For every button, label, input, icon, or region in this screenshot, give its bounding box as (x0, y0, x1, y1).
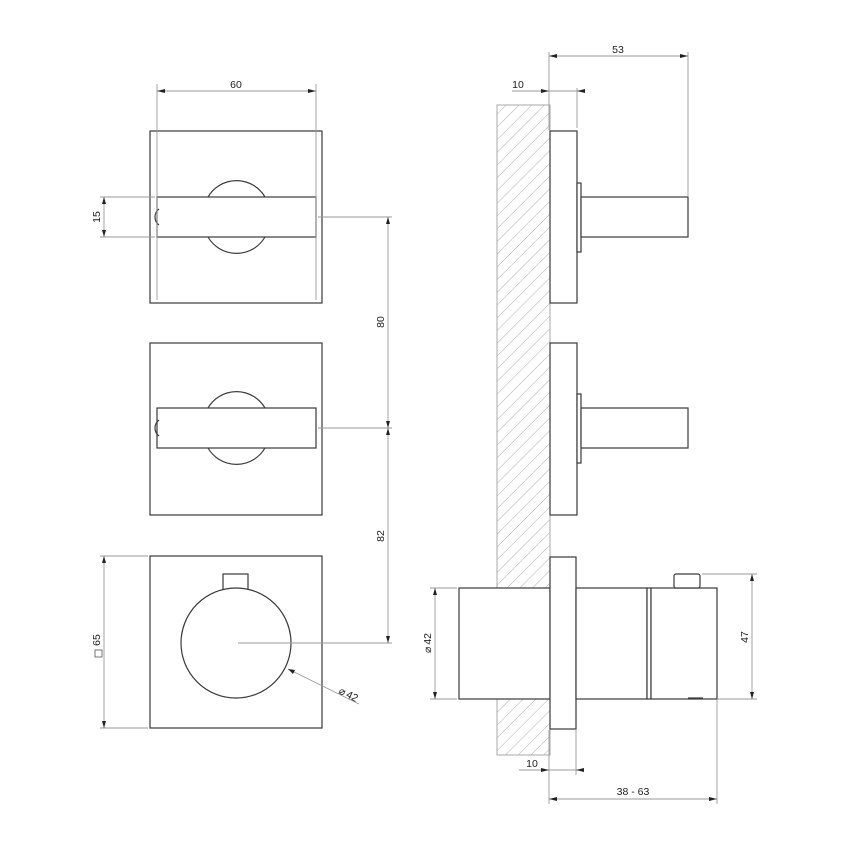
diameter-symbol-icon: ⌀ (337, 685, 349, 699)
thermostat-knob-side (650, 587, 718, 700)
dim-label-plate-thickness-top: 10 (512, 79, 524, 91)
dim-label-body-projection: 38 - 63 (617, 786, 650, 798)
square-symbol-icon (94, 649, 103, 658)
dim-label-side-knob-diameter: ⌀42 (422, 633, 434, 653)
cartridge-body-in-wall (458, 587, 551, 700)
upper-stop-valve-side (549, 130, 689, 304)
dimension-plate-thickness-top: 10 (512, 79, 585, 128)
middle-stop-valve-side (549, 342, 689, 516)
lever-side (580, 407, 689, 449)
dimension-handle-height: 15 (91, 196, 155, 238)
dimension-side-knob-diameter: ⌀42 (422, 587, 457, 700)
dimension-plate-square: 65 (91, 555, 148, 729)
dim-label-spacing-lower: 82 (375, 530, 387, 542)
dim-label-plate-width: 60 (230, 79, 242, 91)
lever-end-arc (154, 208, 160, 226)
mixer-body (575, 587, 648, 700)
cover-plate-side (549, 556, 577, 730)
dimension-valve-spacing: 80 82 (238, 216, 392, 644)
dimension-body-projection: 38 - 63 (549, 700, 718, 804)
dimension-plate-width: 60 (156, 79, 317, 300)
dim-label-handle-height: 15 (91, 211, 103, 223)
rosette-arc-bottom (207, 447, 266, 465)
lever-side (580, 196, 689, 238)
dim-label-handle-projection: 53 (612, 44, 624, 56)
dim-label-spacing-upper: 80 (375, 316, 387, 328)
dimension-plate-thickness-bottom: 10 (519, 730, 584, 804)
thermostatic-mixer-front (149, 555, 323, 729)
temperature-stop-button-side (673, 573, 701, 589)
lever-handle (156, 196, 317, 238)
rosette-arc-top (207, 391, 266, 409)
dimension-body-height: 47 (702, 573, 757, 700)
lever-end-arc (154, 419, 160, 437)
middle-stop-valve-front (149, 342, 323, 516)
dimension-knob-diameter: ⌀42 (287, 668, 360, 705)
dim-label-plate-square: 65 (91, 634, 103, 646)
thermostatic-mixer-side (458, 556, 718, 730)
dim-label-plate-thickness-bottom: 10 (526, 758, 538, 770)
lever-handle (156, 407, 317, 449)
dim-label-knob-diameter: ⌀42 (337, 685, 360, 705)
cover-plate-side (549, 342, 578, 516)
cover-plate-side (549, 130, 578, 304)
rosette-arc-bottom (207, 236, 266, 254)
dim-label-body-height: 47 (739, 631, 751, 643)
rosette-arc-top (207, 180, 266, 198)
upper-stop-valve-front (149, 130, 323, 304)
